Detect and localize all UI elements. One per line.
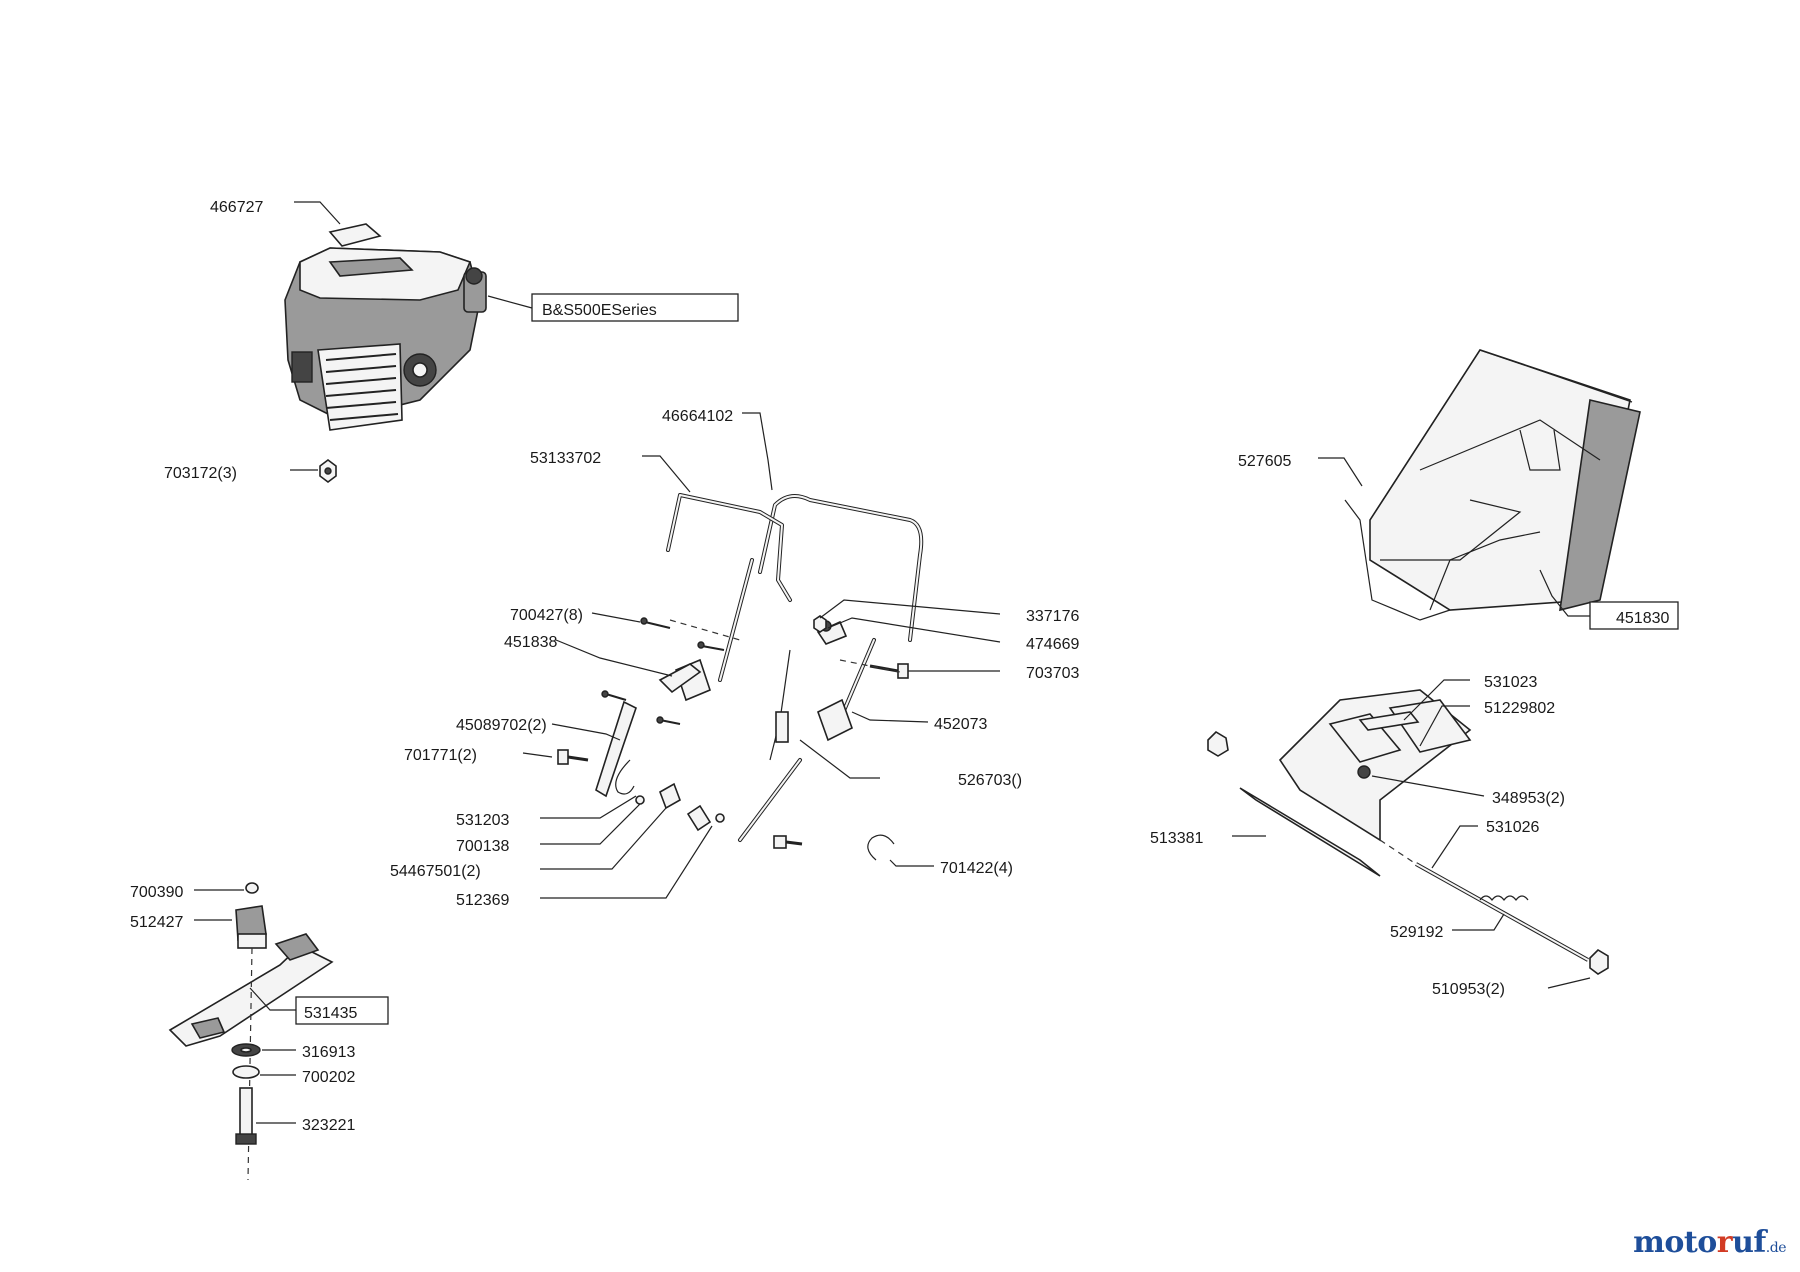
part-label-510953: 510953(2) [1432,981,1505,998]
part-label-531023: 531023 [1484,674,1537,691]
part-label-316913: 316913 [302,1044,355,1061]
deflector-illustration [1207,689,1609,975]
logo-part-3: uf [1732,1225,1766,1260]
part-label-527605: 527605 [1238,453,1291,470]
part-label-53133702: 53133702 [530,450,601,467]
part-label-452073: 452073 [934,716,987,733]
handle-illustration [557,493,924,861]
part-label-451830: 451830 [1616,610,1669,627]
part-label-337176: 337176 [1026,608,1079,625]
motoruf-logo[interactable]: motoruf.de [1633,1225,1786,1260]
air-filter-cover-part [328,223,382,247]
part-label-512427: 512427 [130,914,183,931]
part-label-51229802: 51229802 [1484,700,1555,717]
part-label-54467501: 54467501(2) [390,863,481,880]
part-label-474669: 474669 [1026,636,1079,653]
part-label-323221: 323221 [302,1117,355,1134]
blade-assembly-illustration [168,882,334,1181]
part-label-700427: 700427(8) [510,607,583,624]
part-label-531435: 531435 [304,1005,357,1022]
logo-part-1: moto [1633,1225,1717,1260]
part-label-526703: 526703() [958,772,1022,789]
part-label-531026: 531026 [1486,819,1539,836]
part-label-701422: 701422(4) [940,860,1013,877]
part-label-531203: 531203 [456,812,509,829]
part-label-466727: 466727 [210,199,263,216]
nut-703172-illustration [319,459,337,483]
part-label-45089702: 45089702(2) [456,717,547,734]
label-box-531435 [295,996,389,1025]
part-label-512369: 512369 [456,892,509,909]
part-label-701771: 701771(2) [404,747,477,764]
logo-tld: .de [1765,1240,1787,1256]
part-label-700202: 700202 [302,1069,355,1086]
engine-series-label: B&S500ESeries [542,302,657,319]
part-label-529192: 529192 [1390,924,1443,941]
part-label-700390: 700390 [130,884,183,901]
part-label-703172: 703172(3) [164,465,237,482]
part-label-451838: 451838 [504,634,557,651]
logo-part-2: r [1716,1225,1733,1260]
grass-bag-illustration [1344,349,1641,621]
part-label-46664102: 46664102 [662,408,733,425]
label-box-451830 [1589,601,1679,630]
part-label-513381: 513381 [1150,830,1203,847]
part-label-348953: 348953(2) [1492,790,1565,807]
engine-illustration [284,223,487,431]
leader-lines [194,201,1591,1124]
part-label-700138: 700138 [456,838,509,855]
engine-label-box [531,293,739,322]
part-label-703703: 703703 [1026,665,1079,682]
